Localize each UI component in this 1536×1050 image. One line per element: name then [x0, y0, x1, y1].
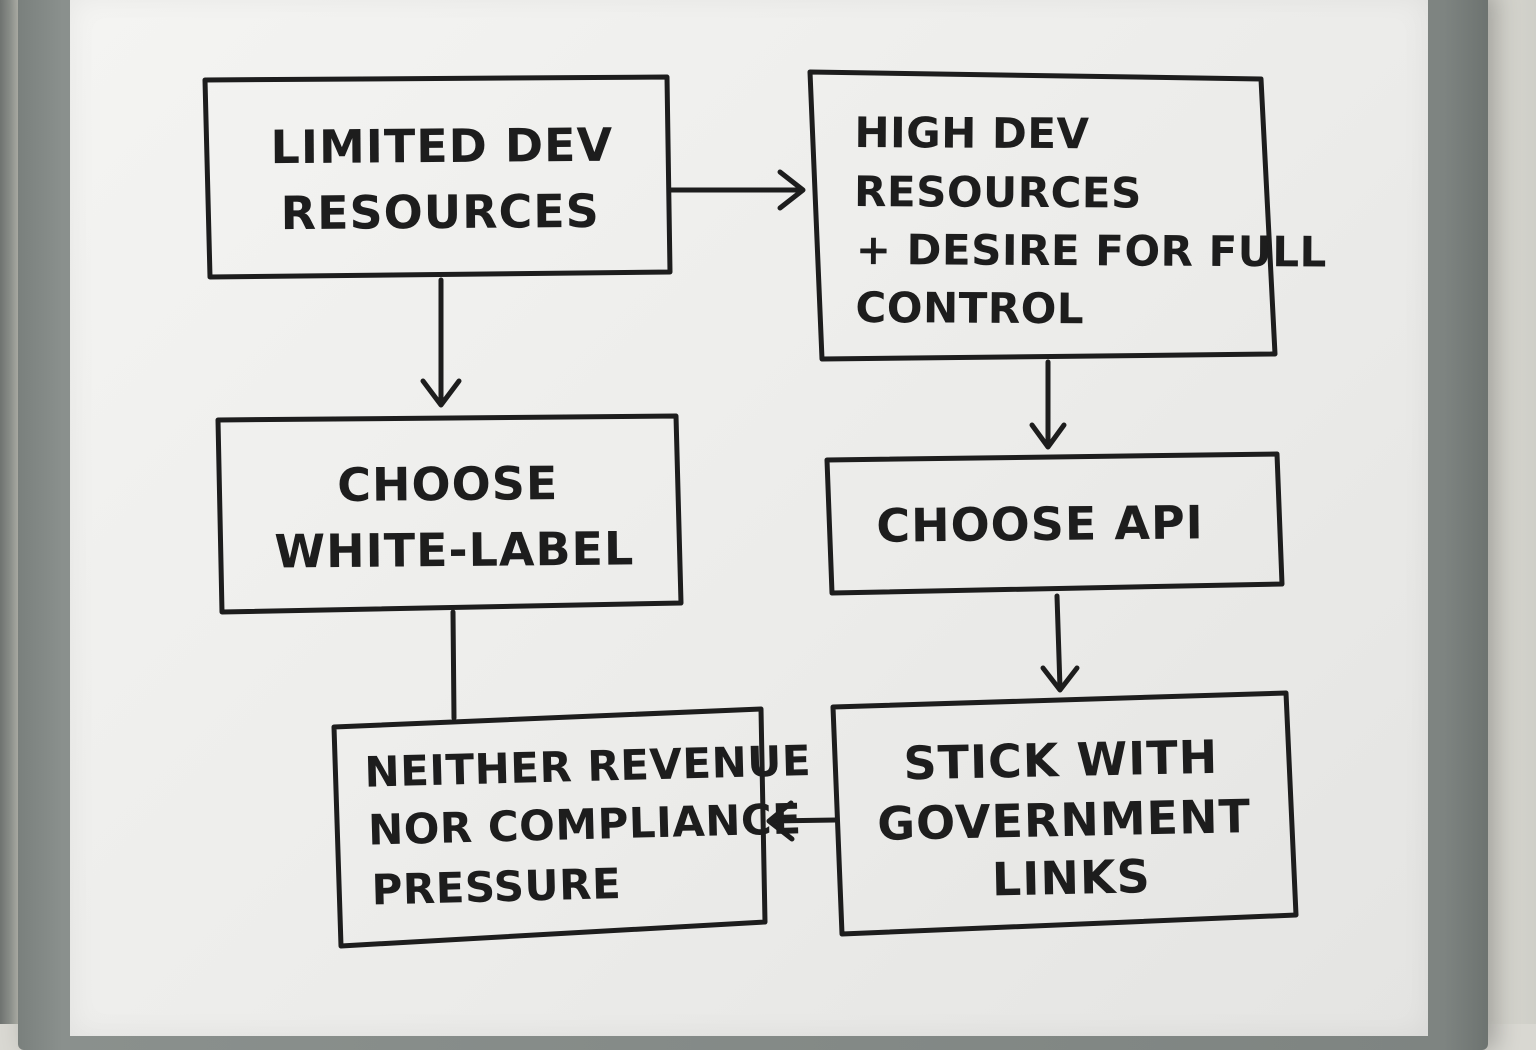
node-box-neither	[331, 706, 768, 949]
edge-stick-to-neither	[766, 800, 839, 842]
node-box-limited	[202, 74, 673, 280]
node-whitelabel-line-2: WHITE-LABEL	[274, 521, 634, 578]
node-box-whitelabel	[215, 413, 684, 615]
node-high-line-1: HIGH DEV	[854, 108, 1089, 158]
node-api: CHOOSE API	[876, 495, 1204, 552]
edge-api-to-stick	[1040, 593, 1080, 693]
edge-limited-to-whitelabel	[420, 277, 462, 408]
whiteboard	[70, 0, 1428, 1036]
node-stick-line-2: GOVERNMENT	[877, 789, 1252, 851]
node-api-line-1: CHOOSE API	[876, 495, 1204, 552]
node-neither-line-1: NEITHER REVENUE	[364, 736, 812, 797]
node-limited-line-1: LIMITED DEV	[270, 118, 613, 174]
node-stick-line-1: STICK WITH	[903, 730, 1219, 791]
node-neither: NEITHER REVENUE NOR COMPLIANCE PRESSURE	[364, 736, 812, 915]
flowchart: LIMITED DEV RESOURCES HIGH DEV RESOURCES…	[202, 69, 1327, 949]
node-stick: STICK WITH GOVERNMENT LINKS	[877, 730, 1252, 907]
node-whitelabel: CHOOSE WHITE-LABEL	[274, 456, 634, 578]
node-neither-line-3: PRESSURE	[371, 859, 622, 915]
node-limited-line-2: RESOURCES	[280, 184, 600, 240]
edge-limited-to-high	[667, 169, 806, 211]
node-high-line-3: + DESIRE FOR FULL	[856, 225, 1327, 276]
node-neither-line-2: NOR COMPLIANCE	[367, 794, 802, 854]
edge-whitelabel-to-neither	[450, 609, 457, 721]
node-stick-line-3: LINKS	[991, 849, 1151, 906]
node-box-high	[807, 69, 1278, 362]
node-whitelabel-line-1: CHOOSE	[337, 456, 558, 512]
node-high-line-2: RESOURCES	[854, 167, 1142, 218]
node-box-stick	[830, 690, 1299, 937]
node-box-api	[824, 451, 1285, 596]
node-high-line-4: CONTROL	[855, 283, 1084, 333]
node-limited: LIMITED DEV RESOURCES	[270, 118, 613, 240]
edge-high-to-api	[1029, 359, 1067, 450]
node-high: HIGH DEV RESOURCES + DESIRE FOR FULL CON…	[854, 108, 1327, 333]
